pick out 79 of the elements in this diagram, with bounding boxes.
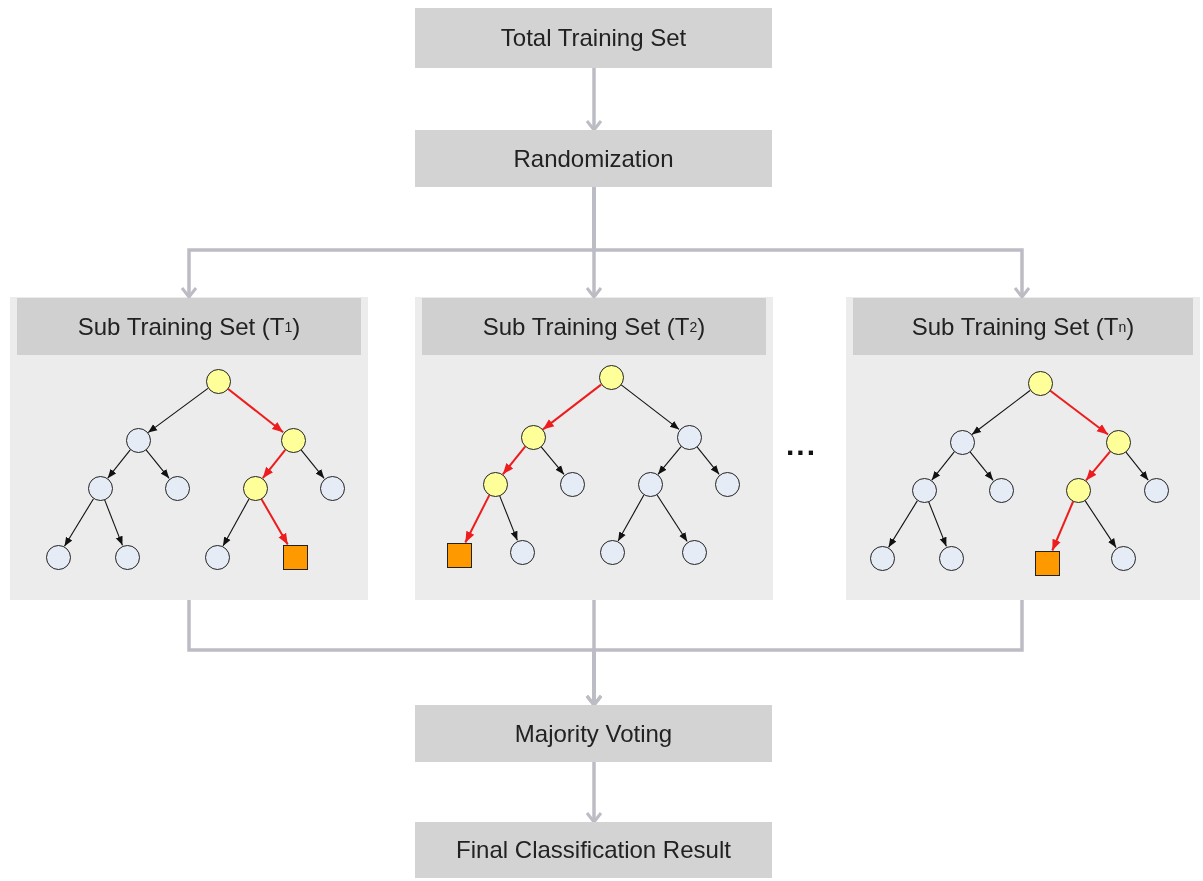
process-box	[415, 130, 772, 187]
tree-node	[280, 427, 306, 453]
arrow	[147, 387, 209, 434]
arrow	[1085, 450, 1111, 482]
tree-node	[599, 539, 625, 565]
arrow	[300, 449, 325, 479]
arrow	[931, 451, 955, 481]
tree-node	[1105, 429, 1131, 455]
arrow	[657, 446, 682, 475]
tree-node	[520, 424, 546, 450]
arrow	[540, 446, 565, 475]
panel-background	[415, 297, 773, 600]
arrow	[617, 494, 645, 542]
tree-node	[87, 475, 113, 501]
arrow	[104, 499, 123, 546]
process-box	[415, 8, 772, 68]
arrow	[585, 600, 1024, 707]
tree-node	[938, 545, 964, 571]
arrow	[585, 762, 603, 824]
tree-node	[869, 545, 895, 571]
tree-node	[45, 544, 71, 570]
arrow	[620, 384, 680, 430]
arrow	[1084, 499, 1117, 549]
arrow	[261, 448, 287, 480]
tree-node	[509, 539, 535, 565]
tree-node	[559, 471, 585, 497]
tree-node	[482, 471, 508, 497]
tree-node	[637, 471, 663, 497]
arrow	[888, 500, 918, 548]
tree-node	[1027, 370, 1053, 396]
arrow	[1048, 389, 1110, 436]
tree-node	[681, 539, 707, 565]
arrow	[501, 445, 527, 476]
box-label: Majority Voting	[514, 719, 673, 748]
tree-node	[204, 544, 230, 570]
arrow	[63, 498, 95, 547]
arrow	[1051, 500, 1075, 552]
panel-background	[846, 297, 1200, 600]
arrow	[969, 451, 994, 481]
tree-node	[949, 429, 975, 455]
arrow	[928, 501, 947, 547]
tree-node	[114, 544, 140, 570]
tree-node	[242, 475, 268, 501]
arrow	[585, 68, 603, 132]
arrow	[971, 390, 1031, 435]
box-label: Total Training Set	[500, 24, 687, 52]
process-box	[415, 822, 772, 878]
arrow	[1125, 451, 1149, 481]
arrow	[464, 494, 491, 544]
box-label: Randomization	[513, 144, 674, 173]
arrow	[592, 187, 1031, 299]
arrow	[541, 383, 603, 431]
arrow	[260, 497, 289, 546]
tree-node	[714, 471, 740, 497]
arrow	[107, 449, 131, 479]
tree-node	[319, 475, 345, 501]
tree-node	[1065, 477, 1091, 503]
arrow	[499, 495, 518, 541]
tree-node	[125, 427, 151, 453]
leaf-node	[446, 542, 472, 568]
arrow	[226, 387, 285, 434]
arrow	[656, 493, 688, 543]
arrow	[696, 446, 720, 475]
tree-node	[164, 475, 190, 501]
ellipsis: ...	[786, 428, 817, 462]
leaf-node	[1034, 550, 1060, 576]
tree-node	[1110, 545, 1136, 571]
tree-node	[1143, 477, 1169, 503]
arrow	[145, 449, 170, 479]
leaf-node	[282, 544, 308, 570]
tree-node	[598, 364, 624, 390]
process-box	[415, 705, 772, 762]
tree-node	[676, 424, 702, 450]
tree-node	[911, 477, 937, 503]
tree-node	[988, 477, 1014, 503]
panel-background	[10, 297, 368, 600]
arrow	[222, 498, 250, 547]
box-label: Final Classification Result	[456, 836, 731, 864]
tree-node	[205, 368, 231, 394]
